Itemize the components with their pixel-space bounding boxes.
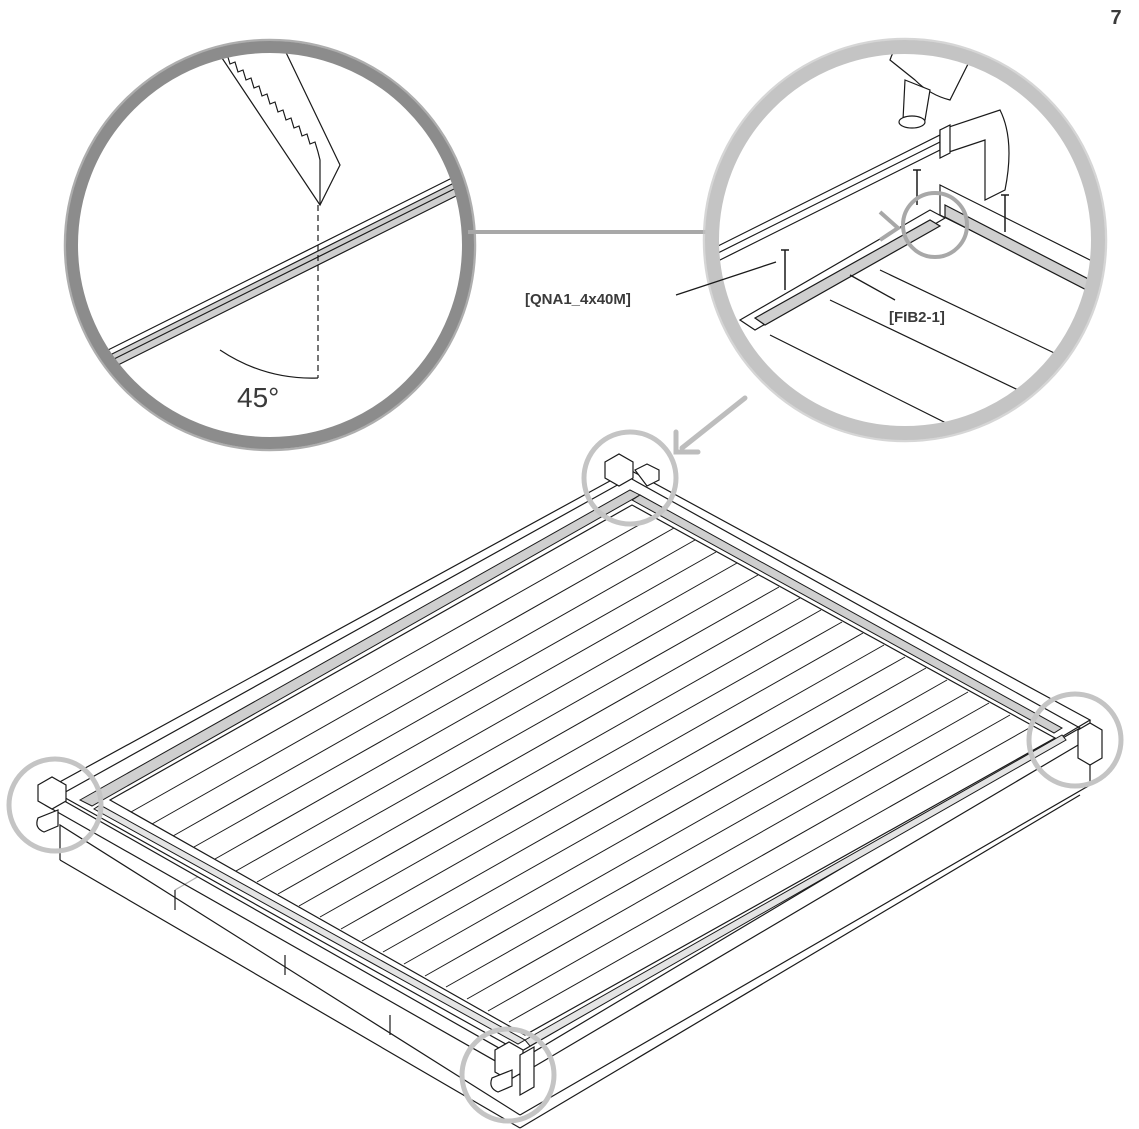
corner-highlight-top bbox=[581, 429, 679, 527]
saw-icon bbox=[208, 47, 341, 207]
joint-highlight bbox=[901, 191, 969, 259]
nail-part-label: [QNA1_4x40M] bbox=[525, 291, 631, 308]
nail-leader bbox=[675, 261, 777, 296]
corner-highlight-right bbox=[1026, 691, 1124, 789]
floor-frame bbox=[36, 453, 1103, 1129]
corner-highlight-bottom bbox=[459, 1026, 557, 1124]
front-strip bbox=[753, 219, 942, 326]
angle-arc bbox=[219, 349, 319, 379]
detail-cut: 45° bbox=[63, 38, 477, 452]
detail-cut-ring bbox=[66, 41, 474, 449]
cut-strip bbox=[72, 163, 468, 395]
corner-highlights bbox=[6, 429, 1124, 1124]
detail-nail: [QNA1_4x40M] [FIB2-1] bbox=[525, 37, 1108, 443]
board-leader bbox=[849, 274, 896, 301]
corner-block-left bbox=[36, 776, 67, 833]
corner-piece bbox=[939, 109, 1010, 201]
page-number: 7 bbox=[1110, 7, 1121, 29]
corner-block-top bbox=[604, 453, 660, 487]
board-part-label: [FIB2-1] bbox=[889, 309, 945, 326]
floor-underframe bbox=[59, 629, 1091, 1129]
floor-boards bbox=[130, 516, 1032, 1023]
corner-block-right bbox=[1077, 722, 1103, 766]
angle-label: 45° bbox=[237, 382, 279, 413]
corner-highlight-left bbox=[6, 756, 104, 854]
corner-block-bottom bbox=[490, 1041, 535, 1097]
detail-arrow bbox=[673, 395, 748, 455]
right-strip bbox=[944, 204, 1098, 298]
detail-nail-ring bbox=[705, 40, 1105, 440]
edge-strips bbox=[78, 489, 1067, 1047]
